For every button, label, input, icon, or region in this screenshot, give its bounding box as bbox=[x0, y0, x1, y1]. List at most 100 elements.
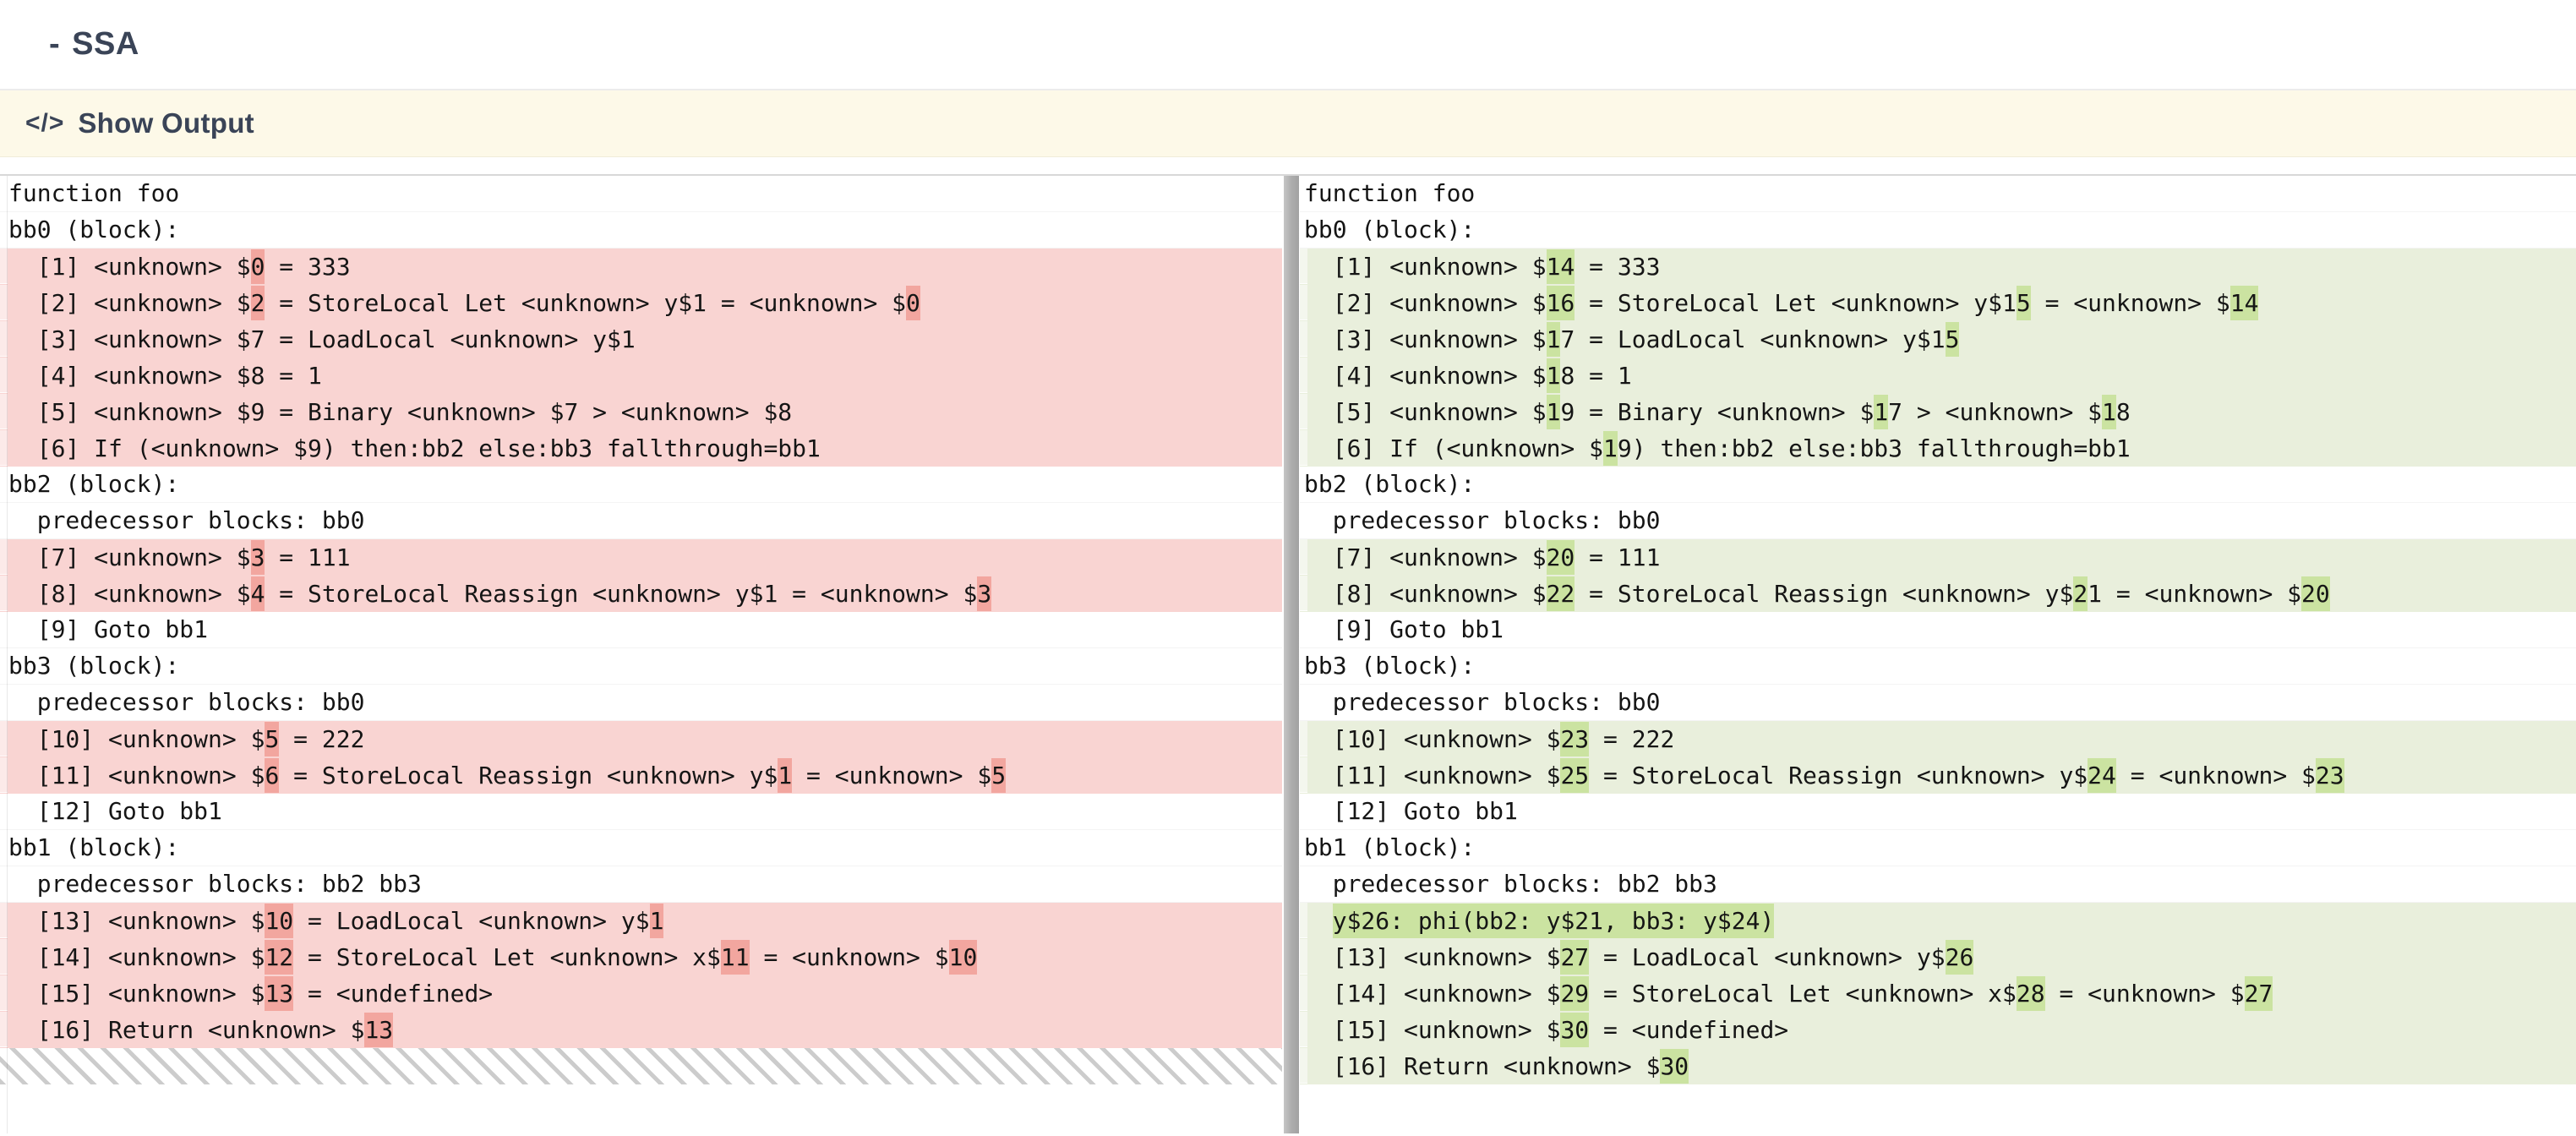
code-text: = StoreLocal Let <unknown> y$1 = <unknow… bbox=[265, 289, 907, 317]
code-text: [7] <unknown> $ bbox=[8, 543, 251, 571]
left-line-23: [15] <unknown> $13 = <undefined> bbox=[0, 975, 1282, 1012]
section-header: - SSA bbox=[0, 0, 2576, 90]
code-text: [8] <unknown> $ bbox=[8, 580, 251, 608]
code-icon: </> bbox=[25, 109, 65, 137]
char-diff-highlight: 23 bbox=[1560, 722, 1590, 756]
code-text: [9] Goto bb1 bbox=[1304, 615, 1504, 643]
char-diff-highlight: 1 bbox=[1546, 395, 1561, 429]
code-text: [4] <unknown> $ bbox=[1304, 362, 1547, 390]
right-line-23: [14] <unknown> $29 = StoreLocal Let <unk… bbox=[1300, 975, 2576, 1012]
code-text: 1 = <unknown> $ bbox=[2088, 580, 2302, 608]
code-text: predecessor blocks: bb0 bbox=[1304, 506, 1661, 534]
code-text: bb0 (block): bbox=[8, 216, 180, 243]
char-diff-highlight: y$26: phi(bb2: y$21, bb3: y$24) bbox=[1332, 904, 1775, 938]
code-text: function foo bbox=[8, 179, 180, 207]
diff-pane-left: function foo bb0 (block): [1] <unknown> $… bbox=[0, 176, 1282, 1084]
ssa-section-toggle[interactable]: - SSA bbox=[49, 26, 139, 63]
char-diff-highlight: 28 bbox=[2016, 976, 2045, 1011]
code-text: [10] <unknown> $ bbox=[8, 725, 265, 753]
code-text: = StoreLocal Reassign <unknown> y$ bbox=[279, 762, 778, 789]
code-text: [16] Return <unknown> $ bbox=[8, 1016, 365, 1044]
code-text: = <unknown> $ bbox=[792, 762, 992, 789]
code-text: = 111 bbox=[265, 543, 351, 571]
char-diff-highlight: 2 bbox=[250, 286, 265, 320]
char-diff-highlight: 6 bbox=[265, 758, 280, 793]
char-diff-highlight: 26 bbox=[1945, 940, 1974, 975]
char-diff-highlight: 1 bbox=[1874, 395, 1889, 429]
diff-pane-right: function foo bb0 (block): [1] <unknown> $… bbox=[1300, 176, 2576, 1084]
char-diff-highlight: 3 bbox=[250, 540, 265, 575]
char-diff-highlight: 30 bbox=[1660, 1049, 1689, 1084]
code-text: predecessor blocks: bb2 bb3 bbox=[8, 870, 422, 898]
char-diff-highlight: 1 bbox=[2102, 395, 2116, 429]
code-text bbox=[1304, 907, 1333, 935]
code-text: = <unknown> $ bbox=[749, 943, 949, 971]
code-text: [12] Goto bb1 bbox=[8, 797, 222, 825]
right-line-21: y$26: phi(bb2: y$21, bb3: y$24) bbox=[1300, 903, 2576, 939]
left-line-9: bb2 (block): bbox=[0, 467, 1282, 503]
char-diff-highlight: 10 bbox=[265, 904, 294, 938]
char-diff-highlight: 10 bbox=[948, 940, 978, 975]
right-line-2: bb0 (block): bbox=[1300, 212, 2576, 248]
char-diff-highlight: 13 bbox=[265, 976, 294, 1011]
char-diff-highlight: 1 bbox=[1546, 358, 1561, 393]
code-text: = StoreLocal Let <unknown> x$ bbox=[1589, 980, 2017, 1008]
code-text: [1] <unknown> $ bbox=[1304, 253, 1547, 281]
char-diff-highlight: 5 bbox=[2016, 286, 2031, 320]
code-text: [5] <unknown> $9 = Binary <unknown> $7 >… bbox=[8, 398, 793, 426]
code-text: 8 = 1 bbox=[1560, 362, 1632, 390]
code-text: 7 > <unknown> $ bbox=[1888, 398, 2103, 426]
code-text: = <unknown> $ bbox=[2030, 289, 2230, 317]
right-line-6: [4] <unknown> $18 = 1 bbox=[1300, 358, 2576, 394]
code-text: = StoreLocal Let <unknown> x$ bbox=[293, 943, 721, 971]
char-diff-highlight: 5 bbox=[1945, 322, 1960, 357]
char-diff-highlight: 24 bbox=[2088, 758, 2116, 793]
code-text: 9) then:bb2 else:bb3 fallthrough=bb1 bbox=[1617, 434, 2131, 462]
code-text: [2] <unknown> $ bbox=[8, 289, 251, 317]
left-line-7: [5] <unknown> $9 = Binary <unknown> $7 >… bbox=[0, 394, 1282, 430]
right-line-13: [9] Goto bb1 bbox=[1300, 612, 2576, 648]
code-text: [11] <unknown> $ bbox=[1304, 762, 1561, 789]
right-line-4: [2] <unknown> $16 = StoreLocal Let <unkn… bbox=[1300, 285, 2576, 321]
left-line-22: [14] <unknown> $12 = StoreLocal Let <unk… bbox=[0, 939, 1282, 975]
code-text: 7 = LoadLocal <unknown> y$1 bbox=[1560, 325, 1946, 353]
code-text: [7] <unknown> $ bbox=[1304, 543, 1547, 571]
code-text: [16] Return <unknown> $ bbox=[1304, 1052, 1661, 1080]
code-text: bb1 (block): bbox=[1304, 833, 1476, 861]
code-text: [6] If (<unknown> $9) then:bb2 else:bb3 … bbox=[8, 434, 821, 462]
code-text: [13] <unknown> $ bbox=[8, 907, 265, 935]
code-text: bb3 (block): bbox=[8, 652, 180, 680]
char-diff-highlight: 11 bbox=[720, 940, 750, 975]
right-line-9: bb2 (block): bbox=[1300, 467, 2576, 503]
right-line-20: predecessor blocks: bb2 bb3 bbox=[1300, 866, 2576, 903]
left-line-12: [8] <unknown> $4 = StoreLocal Reassign <… bbox=[0, 576, 1282, 612]
code-text: = 333 bbox=[265, 253, 351, 281]
code-text: [10] <unknown> $ bbox=[1304, 725, 1561, 753]
collapse-marker: - bbox=[49, 26, 61, 62]
code-text: predecessor blocks: bb0 bbox=[8, 688, 365, 716]
code-text: bb2 (block): bbox=[1304, 470, 1476, 498]
right-line-7: [5] <unknown> $19 = Binary <unknown> $17… bbox=[1300, 394, 2576, 430]
code-text: [15] <unknown> $ bbox=[1304, 1016, 1561, 1044]
section-title: SSA bbox=[72, 26, 139, 62]
code-text: = StoreLocal Reassign <unknown> y$ bbox=[1575, 580, 2074, 608]
code-text: function foo bbox=[1304, 179, 1476, 207]
right-line-25: [16] Return <unknown> $30 bbox=[1300, 1048, 2576, 1084]
show-output-toggle[interactable]: </> Show Output bbox=[0, 90, 2576, 157]
right-line-12: [8] <unknown> $22 = StoreLocal Reassign … bbox=[1300, 576, 2576, 612]
char-diff-highlight: 1 bbox=[1546, 322, 1561, 357]
char-diff-highlight: 27 bbox=[1560, 940, 1590, 975]
right-line-19: bb1 (block): bbox=[1300, 830, 2576, 866]
code-text: [15] <unknown> $ bbox=[8, 980, 265, 1008]
left-line-3: [1] <unknown> $0 = 333 bbox=[0, 248, 1282, 285]
right-line-16: [10] <unknown> $23 = 222 bbox=[1300, 721, 2576, 757]
char-diff-highlight: 2 bbox=[2073, 576, 2088, 611]
left-line-10: predecessor blocks: bb0 bbox=[0, 503, 1282, 539]
char-diff-highlight: 14 bbox=[1546, 249, 1575, 284]
pane-resize-divider[interactable] bbox=[1284, 176, 1299, 1133]
code-text: [1] <unknown> $ bbox=[8, 253, 251, 281]
char-diff-highlight: 0 bbox=[906, 286, 920, 320]
char-diff-highlight: 23 bbox=[2315, 758, 2344, 793]
left-line-2: bb0 (block): bbox=[0, 212, 1282, 248]
code-text: = StoreLocal Let <unknown> y$1 bbox=[1575, 289, 2017, 317]
